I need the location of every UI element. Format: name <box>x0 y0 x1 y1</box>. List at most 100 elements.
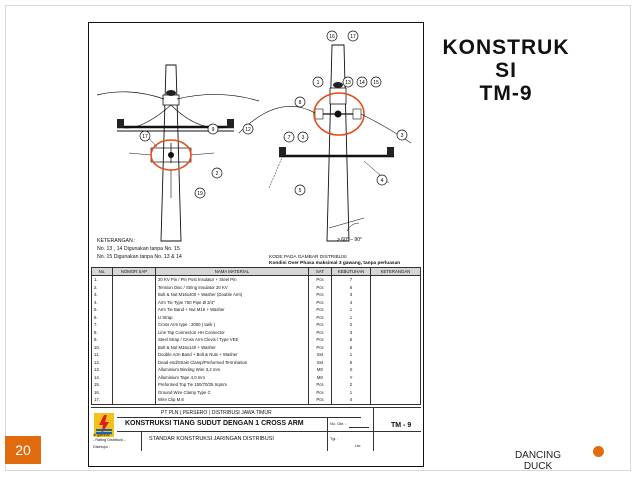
table-cell: 7. <box>91 321 113 329</box>
legend-line: No. 13 , 14 Digunakan tanpa No. 15 <box>97 246 180 252</box>
callout-label: 17 <box>142 134 148 140</box>
sheet-label: Lbr. <box>355 444 362 448</box>
table-cell: 1 <box>331 313 371 321</box>
table-cell: Wire Clip M.8 <box>155 396 309 405</box>
table-cell: 2 <box>331 381 371 389</box>
table-cell <box>370 321 421 329</box>
callout-label: 17 <box>350 34 356 40</box>
pole-construction-diagram: 16 17 1 13 14 15 8 7 3 3 9 12 17 <box>96 30 412 243</box>
table-cell: Pcs <box>308 328 332 336</box>
standard-name: STANDAR KONSTRUKSI JARINGAN DISTRIBUSI <box>149 436 274 442</box>
table-cell: Y <box>331 373 371 381</box>
table-row: 9.Steel Strap / Cross Arm Clevis / Type … <box>91 336 421 344</box>
table-cell: 12. <box>91 358 113 366</box>
table-cell: 6 <box>331 343 371 351</box>
table-cell <box>370 283 421 291</box>
callout-label: 2 <box>216 171 219 177</box>
callout-label: 7 <box>288 135 291 141</box>
table-cell: 3 <box>331 328 371 336</box>
table-cell: Line Tap Connector/ HH Connector <box>155 328 309 336</box>
table-cell: 13. <box>91 366 113 374</box>
table-cell: Pcs <box>308 313 332 321</box>
table-cell <box>370 381 421 389</box>
right-pole-view <box>238 44 412 242</box>
table-cell <box>370 291 421 299</box>
table-cell <box>112 373 156 381</box>
table-cell <box>112 366 156 374</box>
table-cell: Mtr <box>308 366 332 374</box>
callout-label: 4 <box>381 178 384 184</box>
table-cell: Alluminium Tape 4,0 mm <box>155 373 309 381</box>
table-cell: Bolt & Nut M16x140 + Washer <box>155 343 309 351</box>
table-cell: Pcs <box>308 381 332 389</box>
table-row: 3.Bolt & Nut M16x400 + Washer (Double Ar… <box>91 291 421 299</box>
table-cell <box>370 351 421 359</box>
table-cell <box>112 321 156 329</box>
table-cell <box>112 351 156 359</box>
table-cell: Pcs <box>308 388 332 396</box>
table-cell: Set <box>308 358 332 366</box>
designer-label: Disetujui : <box>93 445 110 449</box>
callout-label: 19 <box>197 191 203 197</box>
slide-title: KONSTRUK SI TM-9 <box>431 36 581 105</box>
table-cell: 8. <box>91 328 113 336</box>
table-cell <box>370 358 421 366</box>
table-cell: Dead end/Strain Clamp/Preformed Terminat… <box>155 358 309 366</box>
col-header: NAMA MATERIAL <box>155 267 309 276</box>
callout-label: 16 <box>329 34 335 40</box>
slide-frame <box>5 5 631 471</box>
table-cell <box>370 306 421 314</box>
table-cell: 1. <box>91 275 113 284</box>
drawing-code: TM - 9 <box>391 422 412 429</box>
table-cell: 7 <box>331 275 371 284</box>
table-cell: Mtr <box>308 373 332 381</box>
table-cell: 20 KV Pin / Pin Post Insulator + Steel P… <box>155 275 309 284</box>
title-block: PT PLN ( PERSERO ) DISTRIBUSI JAWA TIMUR… <box>91 407 421 466</box>
legend: KETERANGAN : No. 13 , 14 Digunakan tanpa… <box>97 237 182 261</box>
drawing-number-label: No. Gbr. : <box>330 422 347 426</box>
table-cell: 1 <box>331 306 371 314</box>
callout-label: 13 <box>345 80 351 86</box>
table-cell: Cross Arm type : 2000 ( tarik ) <box>155 321 309 329</box>
table-cell: Pcs <box>308 291 332 299</box>
col-header: KEBUTUHAN <box>331 267 371 276</box>
callout-label: 14 <box>359 80 365 86</box>
table-cell: Pcs <box>308 343 332 351</box>
table-cell: U Strap <box>155 313 309 321</box>
company-name: PT PLN ( PERSERO ) DISTRIBUSI JAWA TIMUR <box>161 410 272 416</box>
table-cell <box>370 275 421 284</box>
legend-line: No. 15 Digunakan tanpa No. 13 & 14 <box>97 254 182 260</box>
callout-label: 8 <box>299 100 302 106</box>
table-row: 1. 20 KV Pin / Pin Post Insulator + Steel… <box>91 275 421 284</box>
col-header: NOMOR SAP <box>112 267 156 276</box>
table-cell <box>112 328 156 336</box>
table-cell: Pcs <box>308 336 332 344</box>
phase-code-label: KODE PADA GAMBAR DISTRIBUSI <box>269 255 347 260</box>
date-label: Tgl. : <box>330 437 339 441</box>
table-cell: Steel Strap / Cross Arm Clevis / Type VE… <box>155 336 309 344</box>
table-cell <box>370 328 421 336</box>
table-cell <box>112 388 156 396</box>
callout-label: 1 <box>317 80 320 86</box>
table-cell <box>112 358 156 366</box>
page-number: 20 <box>5 436 41 464</box>
table-cell <box>112 336 156 344</box>
drawing-title: KONSTRUKSI TIANG SUDUT DENGAN 1 CROSS AR… <box>125 420 304 427</box>
callouts: 16 17 1 13 14 15 8 7 3 3 9 12 17 <box>139 30 408 199</box>
table-cell: 6 <box>331 283 371 291</box>
table-cell: 15. <box>91 381 113 389</box>
table-cell: Pcs <box>308 306 332 314</box>
table-cell: 1 <box>331 351 371 359</box>
highlight-circle-right <box>313 92 365 136</box>
table-cell: Alluminium Binding Wire 3,2 mm <box>155 366 309 374</box>
table-cell: 2 <box>331 321 371 329</box>
note-line: - Rating Distribusi - <box>93 438 126 442</box>
table-cell: Tension Disc / String Insulator 20 KV <box>155 283 309 291</box>
left-pole-view <box>96 64 260 242</box>
table-cell <box>112 396 156 405</box>
